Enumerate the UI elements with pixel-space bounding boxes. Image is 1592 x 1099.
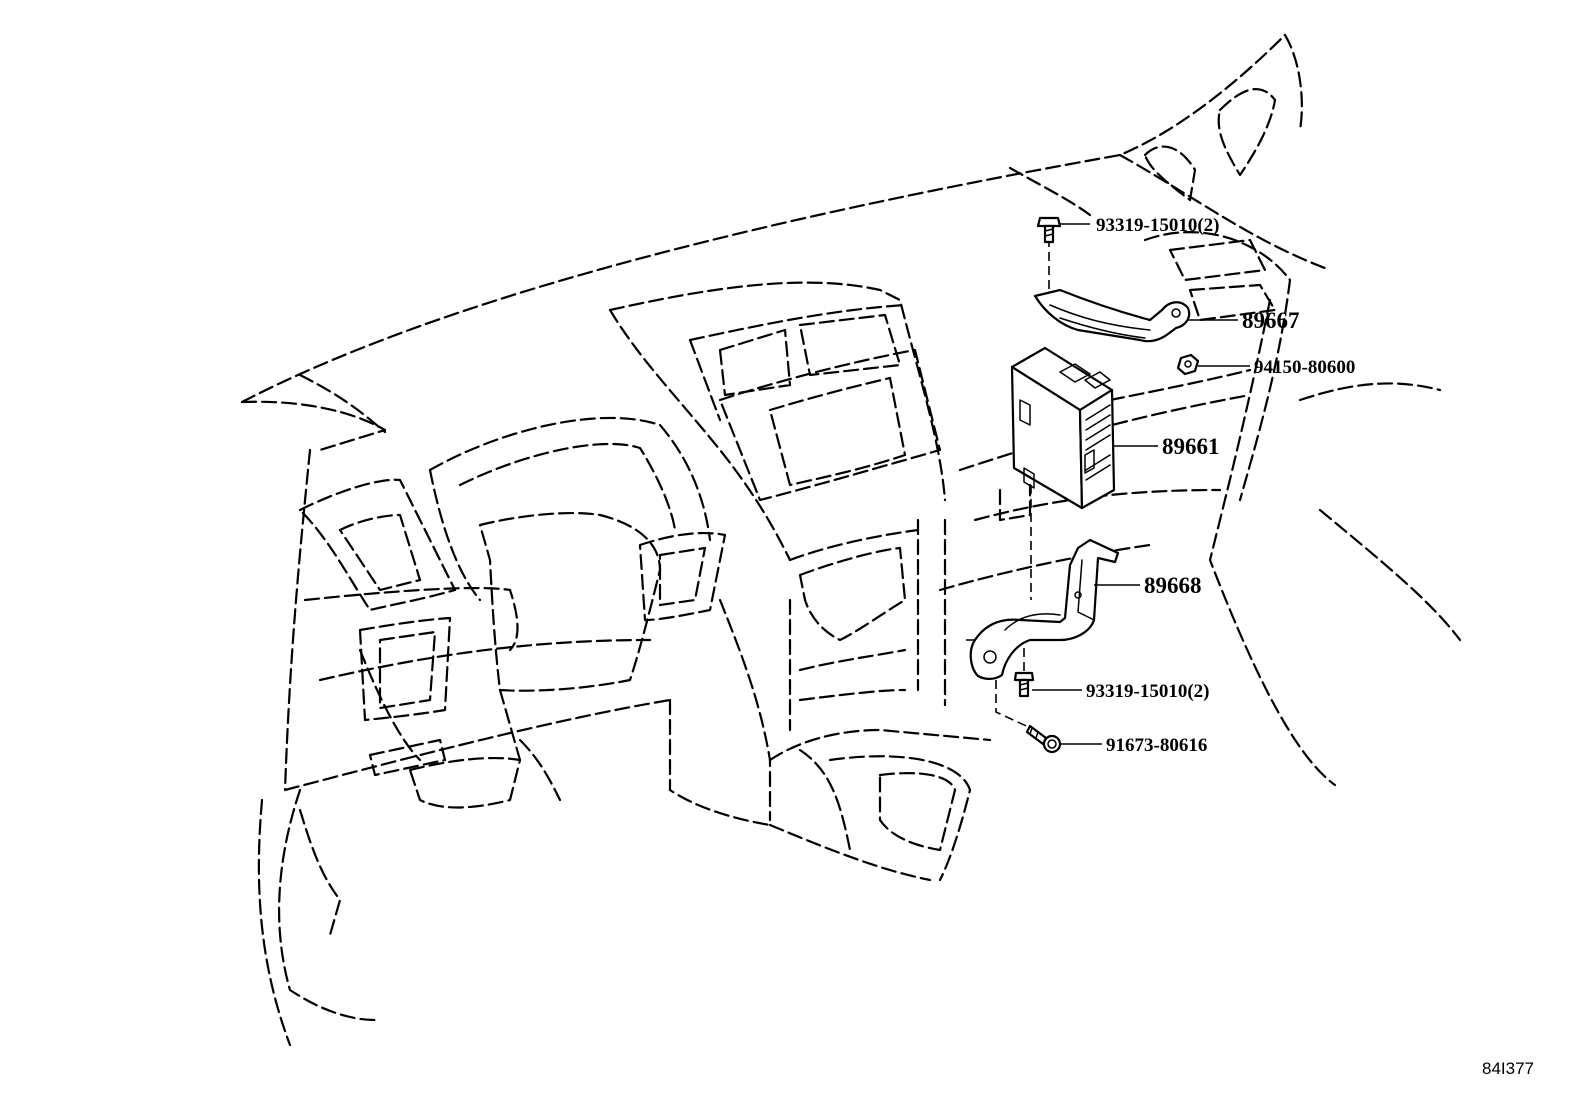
bolt-top-icon — [1036, 216, 1062, 244]
dashboard-outline — [240, 33, 1462, 1047]
callout-nut: 94150-80600 — [1254, 357, 1355, 378]
callout-lower-bracket: 89668 — [1144, 573, 1202, 598]
callout-bolt-top: 93319-15010(2) — [1096, 215, 1219, 236]
lower-bracket-part — [969, 538, 1120, 680]
callout-bolt-lower: 93319-15010(2) — [1086, 681, 1209, 702]
callout-upper-bracket: 89667 — [1242, 308, 1300, 333]
callout-ecu: 89661 — [1162, 434, 1220, 459]
callout-bolt-bottom-label: 91673-80616 — [1106, 735, 1207, 756]
upper-bracket-part — [1033, 288, 1191, 343]
bolt-bottom-icon — [1025, 724, 1062, 754]
leader-lines — [1032, 223, 1250, 745]
bolt-lower-icon — [1013, 671, 1035, 698]
ecu-module-part — [1010, 346, 1116, 510]
figure-reference: 84I377 — [1482, 1059, 1534, 1078]
nut-icon — [1176, 353, 1200, 376]
